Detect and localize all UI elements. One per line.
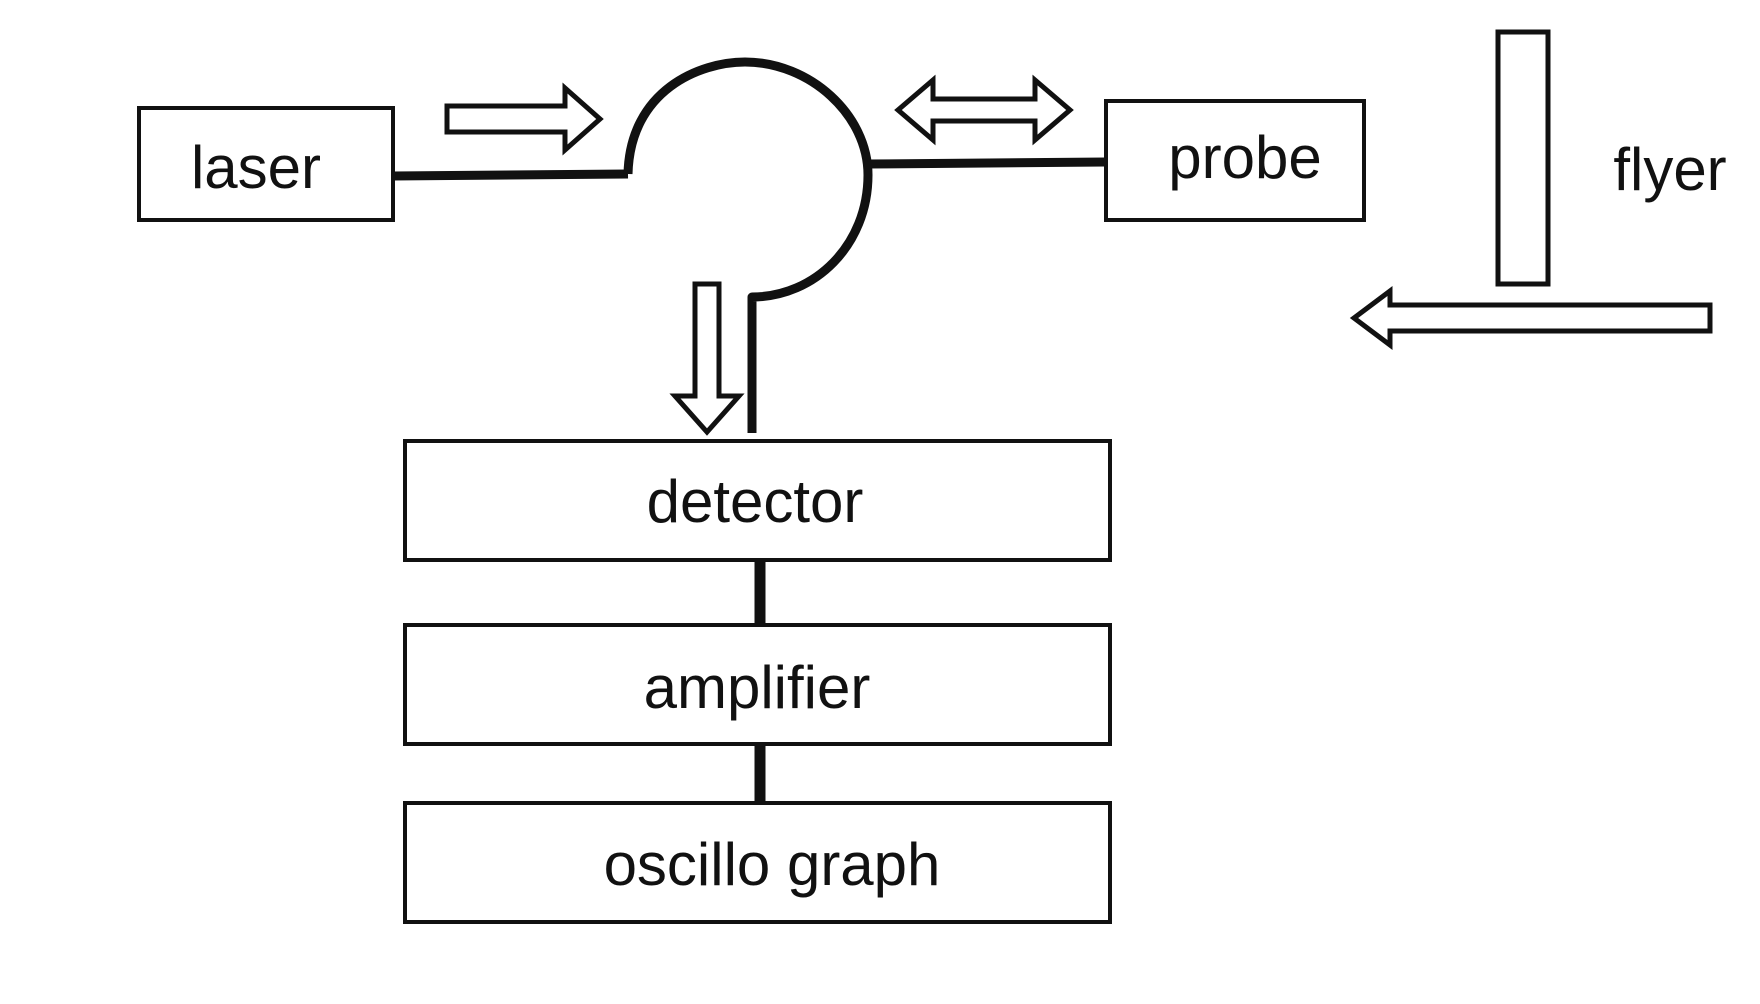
laser-label: laser [191, 134, 321, 201]
detector-block: detector [403, 439, 1112, 562]
flyer-label: flyer [1613, 136, 1726, 203]
detector-box [403, 439, 1112, 562]
probe-box [1104, 99, 1366, 222]
oscillograph-box [403, 801, 1112, 924]
laser-fiber [392, 169, 629, 181]
detector-label: detector [647, 468, 864, 535]
amplifier-box [403, 623, 1112, 746]
laser-block: laser [137, 106, 395, 222]
double-arrow-icon [894, 74, 1074, 146]
probe-block: probe [1104, 99, 1366, 222]
probe-label: probe [1168, 124, 1321, 191]
flyer-plate [1495, 29, 1551, 287]
amplifier-label: amplifier [644, 654, 871, 721]
arrow-down-icon [669, 281, 745, 436]
amplifier-block: amplifier [403, 623, 1112, 746]
arrow-left-icon [1349, 286, 1713, 350]
oscillograph-block: oscillo graph [403, 801, 1112, 924]
oscillograph-label: oscillo graph [604, 831, 941, 898]
laser-box [137, 106, 395, 222]
circulator-loop [623, 57, 873, 433]
probe-fiber [867, 157, 1107, 169]
arrow-right-icon [444, 82, 604, 156]
